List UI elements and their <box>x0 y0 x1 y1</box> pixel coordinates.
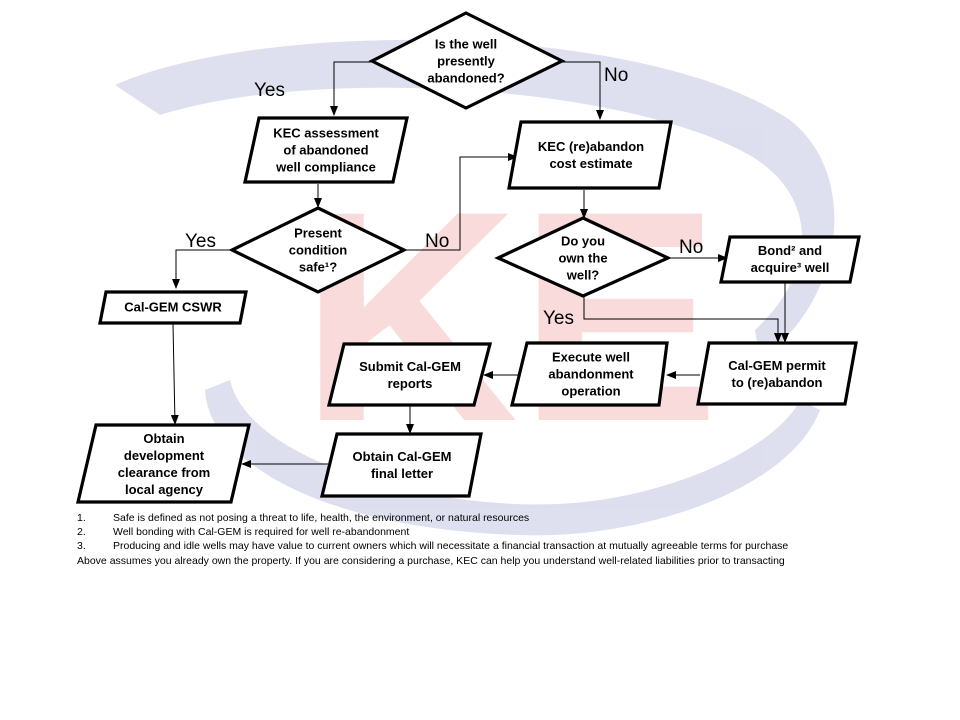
label-own-yes: Yes <box>543 308 574 329</box>
node-calgem-cswr: Cal-GEM CSWR <box>98 290 248 325</box>
node-label-line: Bond² and <box>758 243 822 258</box>
node-label-line: to (re)abandon <box>732 375 823 390</box>
node-label-line: Present <box>294 226 342 241</box>
footer-note: Above assumes you already own the proper… <box>77 554 785 567</box>
label-abandoned-yes: Yes <box>254 80 285 101</box>
process-parallelogram <box>243 116 409 184</box>
decision-diamond <box>494 216 672 298</box>
node-label-line: Obtain <box>143 431 184 446</box>
node-label-line: reports <box>388 376 433 391</box>
node-label: Do you own the well? <box>558 234 607 283</box>
node-label-line: well compliance <box>275 160 376 175</box>
process-parallelogram <box>696 341 858 406</box>
process-parallelogram <box>75 423 252 504</box>
decision-diamond <box>368 11 566 110</box>
label-safe-no: No <box>425 231 449 252</box>
watermark-letters: KE <box>300 148 720 484</box>
node-label-line: own the <box>558 251 607 266</box>
node-bond-acquire-well: Bond² and acquire³ well <box>719 235 861 284</box>
edge-safe-to-cost <box>404 153 518 251</box>
node-label: KEC (re)abandon cost estimate <box>538 139 644 171</box>
node-label-line: Execute well <box>552 350 630 365</box>
edges <box>170 61 789 468</box>
node-label-line: acquire³ well <box>751 260 830 275</box>
process-parallelogram <box>326 342 493 407</box>
node-label-line: abandoned? <box>427 71 504 86</box>
node-label-line: safe¹? <box>299 260 337 275</box>
node-label-line: Cal-GEM CSWR <box>124 300 222 315</box>
process-parallelogram <box>98 290 248 325</box>
process-parallelogram <box>319 432 483 498</box>
node-obtain-final-letter: Obtain Cal-GEM final letter <box>319 432 483 498</box>
node-submit-reports: Submit Cal-GEM reports <box>326 342 493 407</box>
process-parallelogram <box>507 120 673 190</box>
node-label-line: Obtain Cal-GEM <box>353 449 452 464</box>
edge-abandoned-to-assessment <box>330 61 372 116</box>
node-do-you-own-well: Do you own the well? <box>494 216 672 298</box>
node-label: Is the well presently abandoned? <box>427 37 504 86</box>
node-label-line: development <box>124 448 205 463</box>
watermark-swoosh-outer <box>115 39 835 360</box>
node-label-line: presently <box>437 54 496 69</box>
edge-own-to-permit <box>583 296 782 343</box>
footnote-1: 1. Safe is defined as not posing a threa… <box>77 511 877 525</box>
node-execute-operation: Execute well abandonment operation <box>509 341 669 407</box>
label-abandoned-no: No <box>604 65 628 86</box>
node-label-line: well? <box>566 268 600 283</box>
footnote-2: 2. Well bonding with Cal-GEM is required… <box>77 525 877 539</box>
node-label-line: of abandoned <box>283 143 368 158</box>
node-label: Obtain development clearance from local age… <box>118 431 211 497</box>
footnote-number: 1. <box>77 512 86 524</box>
node-obtain-clearance: Obtain development clearance from local age… <box>75 423 252 504</box>
node-label: Cal-GEM CSWR <box>124 300 222 315</box>
node-label-line: condition <box>289 243 348 258</box>
node-kec-cost-estimate: KEC (re)abandon cost estimate <box>507 120 673 190</box>
footnotes: 1. Safe is defined as not posing a threa… <box>77 511 877 568</box>
node-label: Cal-GEM permit to (re)abandon <box>728 358 826 390</box>
node-label-line: Cal-GEM permit <box>728 358 826 373</box>
node-label: Bond² and acquire³ well <box>751 243 830 275</box>
node-calgem-permit: Cal-GEM permit to (re)abandon <box>696 341 858 406</box>
footnote-number: 2. <box>77 526 86 539</box>
process-parallelogram <box>719 235 861 284</box>
node-label: KEC assessment of abandoned well complianc… <box>273 126 379 175</box>
node-label-line: KEC assessment <box>273 126 379 141</box>
edge-cswr-to-clearance <box>170 323 179 425</box>
node-label-line: KEC (re)abandon <box>538 139 644 154</box>
node-present-condition-safe: Present condition safe¹? <box>228 206 408 294</box>
node-kec-assessment: KEC assessment of abandoned well complianc… <box>243 116 409 184</box>
node-label-line: local agency <box>125 482 204 497</box>
edge-labels: Yes No Yes No No Yes <box>185 65 703 329</box>
node-label: Obtain Cal-GEM final letter <box>353 449 452 481</box>
edge-safe-to-cswr <box>172 249 232 289</box>
edge-abandoned-to-cost <box>562 61 604 120</box>
node-label-line: abandonment <box>548 367 634 382</box>
footnote-text: Safe is defined as not posing a threat t… <box>113 512 530 524</box>
footnote-text: Well bonding with Cal-GEM is required fo… <box>113 526 410 539</box>
footnote-3: 3. Producing and idle wells may have val… <box>77 539 877 553</box>
node-label: Present condition safe¹? <box>289 226 348 275</box>
node-label-line: final letter <box>371 466 433 481</box>
node-label-line: Submit Cal-GEM <box>359 359 461 374</box>
node-label-line: clearance from <box>118 465 211 480</box>
label-own-no: No <box>679 237 703 258</box>
node-label-line: Do you <box>561 234 605 249</box>
node-label-line: cost estimate <box>549 156 632 171</box>
decision-diamond <box>228 206 408 294</box>
node-label: Execute well abandonment operation <box>548 350 634 399</box>
node-label-line: operation <box>561 384 620 399</box>
node-label: Submit Cal-GEM reports <box>359 359 461 391</box>
process-parallelogram <box>509 341 669 407</box>
footnote-text: Producing and idle wells may have value … <box>113 540 789 553</box>
footnote-number: 3. <box>77 540 86 553</box>
node-is-well-abandoned: Is the well presently abandoned? <box>368 11 566 110</box>
node-label-line: Is the well <box>435 37 497 52</box>
label-safe-yes: Yes <box>185 231 216 252</box>
